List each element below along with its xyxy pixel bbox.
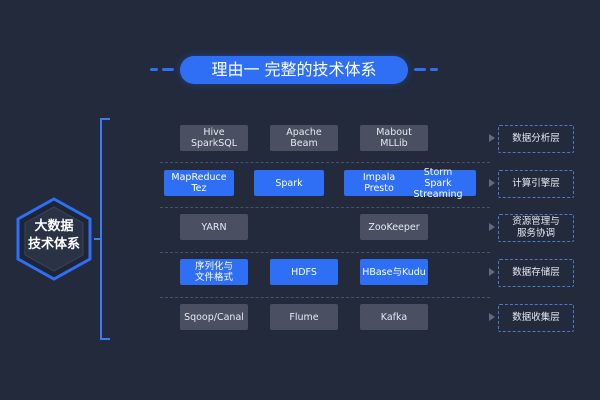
title-dash-right-1 [414,68,426,71]
layer-label-analysis: 数据分析层 [498,125,574,153]
row-separator [160,162,490,163]
tech-box-hbase-kudu: HBase与Kudu [360,259,428,285]
slide-title: 理由一 完整的技术体系 [180,56,408,84]
tech-box-hive-sparksql: Hive SparkSQL [180,125,248,151]
core-label-text: 大数据 技术体系 [27,219,80,252]
bracket-line [100,118,102,340]
bracket-middle [94,238,102,240]
title-dash-right-2 [430,68,438,71]
tech-box-hdfs: HDFS [270,259,338,285]
tech-box-storm: Storm Spark Streaming [400,167,476,200]
layer-label-resource: 资源管理与 服务协调 [498,214,574,242]
arrow-icon [489,134,495,142]
hexagon-badge-icon [16,197,92,281]
layer-label-storage: 数据存储层 [498,259,574,287]
arrow-icon [489,268,495,276]
arrow-icon [489,313,495,321]
title-dash-left-2 [162,68,174,71]
tech-box-yarn: YARN [180,214,248,240]
tech-box-kafka: Kafka [360,304,428,330]
tech-box-serialization: 序列化与 文件格式 [180,259,248,285]
layer-label-compute: 计算引擎层 [498,170,574,198]
layer-label-collection: 数据收集层 [498,304,574,332]
title-dash-left-1 [150,68,158,71]
tech-box-mapreduce-tez: MapReduce Tez [164,170,234,196]
tech-box-apache-beam: Apache Beam [270,125,338,151]
tech-box-zookeeper: ZooKeeper [360,214,428,240]
bracket-top [100,118,110,120]
row-separator [160,207,490,208]
core-label: 大数据 技术体系 [14,218,94,254]
tech-box-mabout-mllib: Mabout MLLib [360,125,428,151]
tech-box-spark: Spark [254,170,324,196]
tech-box-flume: Flume [270,304,338,330]
tech-box-sqoop-canal: Sqoop/Canal [180,304,248,330]
arrow-icon [489,223,495,231]
row-separator [160,252,490,253]
row-separator [160,297,490,298]
bracket-bottom [100,338,110,340]
arrow-icon [489,179,495,187]
